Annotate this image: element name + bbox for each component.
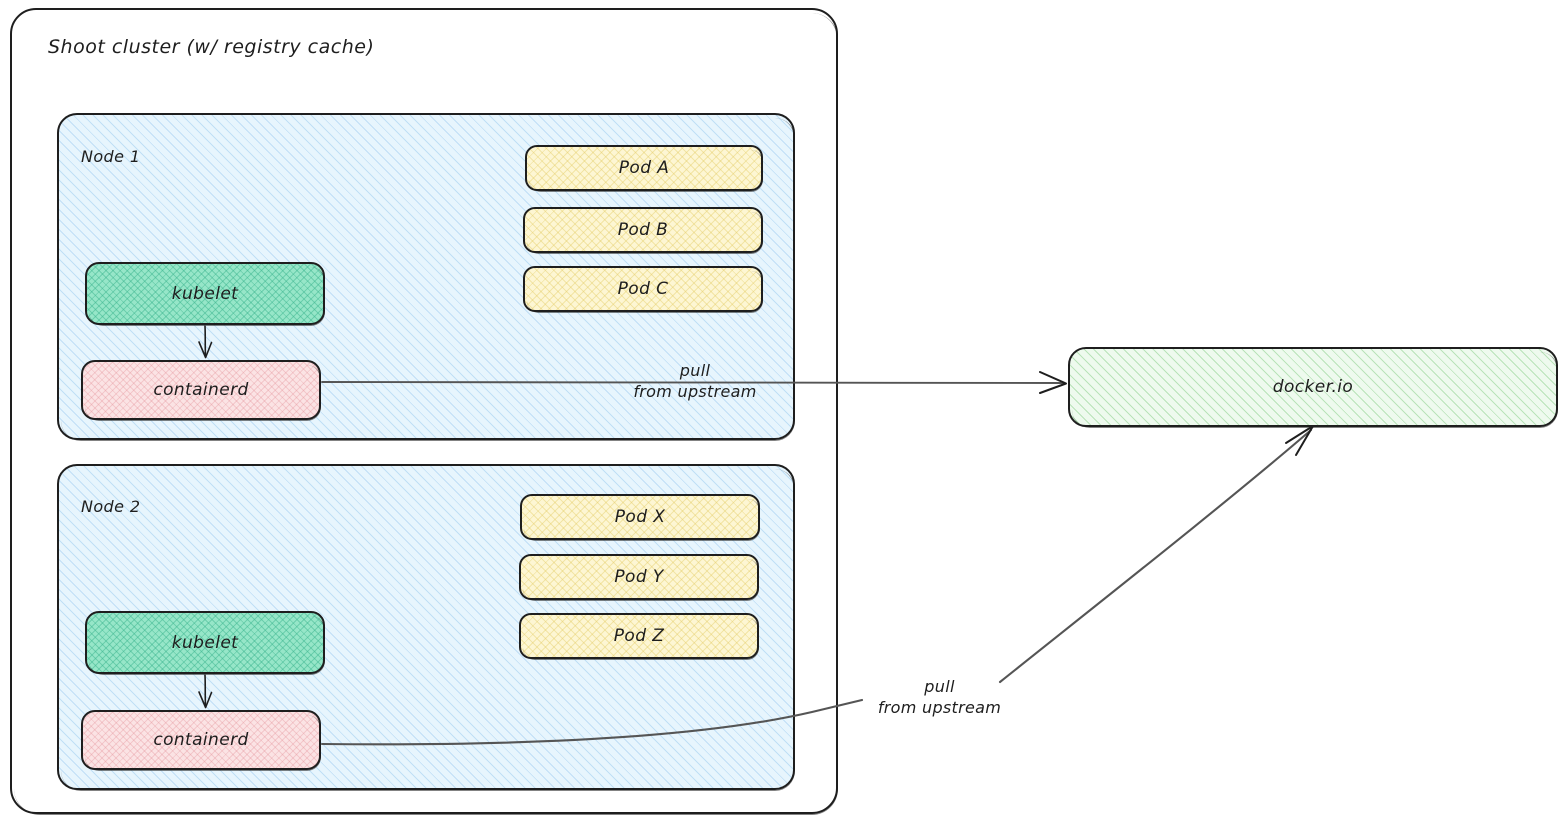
pod-y-label: Pod Y [614, 567, 664, 587]
pod-z-label: Pod Z [613, 626, 665, 646]
node-1-title: Node 1 [81, 147, 141, 166]
node-2-title: Node 2 [81, 497, 141, 516]
pod-c: Pod C [523, 266, 763, 313]
registry-label: docker.io [1272, 377, 1354, 397]
edge-label-node2-pull-line2: from upstream [877, 698, 1002, 718]
node-2-kubelet-label: kubelet [171, 632, 239, 653]
node-2-containerd-label: containerd [153, 730, 249, 750]
pod-a: Pod A [525, 145, 763, 192]
node-2-containerd: containerd [81, 710, 321, 771]
pod-x: Pod X [520, 494, 760, 541]
pod-a-label: Pod A [618, 158, 670, 178]
edge-label-node2-pull-line1: pull [924, 677, 955, 696]
edge-label-node2-pull: pull from upstream [862, 676, 1017, 718]
node-1-kubelet-label: kubelet [171, 283, 239, 304]
pod-z: Pod Z [519, 613, 759, 660]
pod-y: Pod Y [519, 554, 759, 601]
pod-b: Pod B [523, 207, 763, 254]
shoot-cluster-title: Shoot cluster (w/ registry cache) [48, 36, 375, 58]
node-1-containerd-label: containerd [153, 380, 249, 400]
pod-b-label: Pod B [617, 220, 669, 240]
pod-x-label: Pod X [614, 507, 666, 527]
node-2-kubelet: kubelet [85, 611, 325, 675]
pod-c-label: Pod C [617, 279, 669, 299]
node-1-kubelet: kubelet [85, 262, 325, 326]
registry-docker-io: docker.io [1068, 347, 1558, 428]
node-1-containerd: containerd [81, 360, 321, 421]
